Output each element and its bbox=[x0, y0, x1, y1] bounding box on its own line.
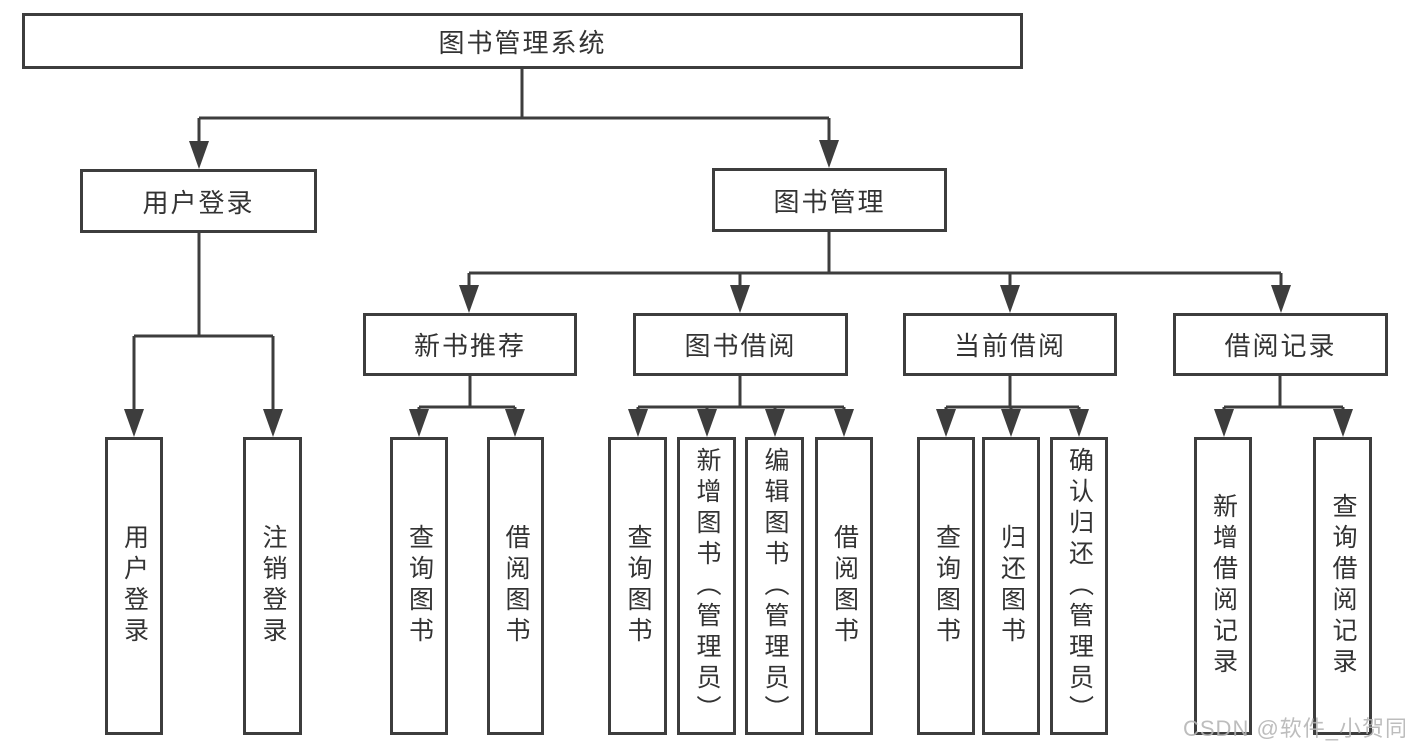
leaf-borrow-book: 借阅图书 bbox=[815, 437, 873, 735]
leaf-edit-book-admin: 编辑图书（管理员） bbox=[745, 437, 804, 735]
leaf-borrow-book-label: 借阅图书 bbox=[830, 524, 859, 648]
node-borrow-records-label: 借阅记录 bbox=[1224, 331, 1337, 361]
leaf-user-login: 用户登录 bbox=[105, 437, 163, 735]
leaf-logout: 注销登录 bbox=[243, 437, 302, 735]
leaf-logout-label: 注销登录 bbox=[259, 524, 287, 648]
node-book-borrow: 图书借阅 bbox=[633, 313, 848, 376]
leaf-confirm-return-admin-label: 确认归还（管理员） bbox=[1065, 446, 1094, 726]
leaf-query-book-current-label: 查询图书 bbox=[932, 524, 961, 648]
node-book-management: 图书管理 bbox=[712, 168, 947, 232]
leaf-query-borrow-record-label: 查询借阅记录 bbox=[1329, 493, 1357, 679]
leaf-add-book-admin: 新增图书（管理员） bbox=[677, 437, 736, 735]
leaf-query-book-recommend-label: 查询图书 bbox=[405, 524, 434, 648]
node-book-management-label: 图书管理 bbox=[773, 186, 886, 217]
leaf-user-login-label: 用户登录 bbox=[120, 524, 149, 648]
node-current-borrow: 当前借阅 bbox=[903, 313, 1117, 376]
node-current-borrow-label: 当前借阅 bbox=[953, 331, 1066, 361]
leaf-query-book-recommend: 查询图书 bbox=[390, 437, 448, 735]
node-user-login-label: 用户登录 bbox=[142, 187, 255, 218]
node-new-book-recommend-label: 新书推荐 bbox=[413, 331, 526, 361]
leaf-borrow-book-recommend: 借阅图书 bbox=[487, 437, 544, 735]
node-root: 图书管理系统 bbox=[22, 13, 1023, 69]
leaf-confirm-return-admin: 确认归还（管理员） bbox=[1050, 437, 1108, 735]
leaf-query-borrow-record: 查询借阅记录 bbox=[1313, 437, 1372, 735]
leaf-query-book-borrow-label: 查询图书 bbox=[624, 524, 652, 648]
watermark: CSDN @软件_小贺同学 bbox=[1183, 716, 1405, 741]
node-borrow-records: 借阅记录 bbox=[1173, 313, 1388, 376]
node-new-book-recommend: 新书推荐 bbox=[363, 313, 577, 376]
leaf-return-book-label: 归还图书 bbox=[997, 524, 1026, 648]
node-user-login: 用户登录 bbox=[80, 169, 317, 233]
leaf-add-book-admin-label: 新增图书（管理员） bbox=[693, 446, 721, 726]
leaf-borrow-book-recommend-label: 借阅图书 bbox=[502, 524, 530, 648]
leaf-query-book-borrow: 查询图书 bbox=[608, 437, 667, 735]
leaf-edit-book-admin-label: 编辑图书（管理员） bbox=[761, 446, 789, 726]
node-root-label: 图书管理系统 bbox=[438, 27, 607, 58]
leaf-query-book-current: 查询图书 bbox=[917, 437, 975, 735]
leaf-add-borrow-record: 新增借阅记录 bbox=[1194, 437, 1252, 735]
leaf-return-book: 归还图书 bbox=[982, 437, 1040, 735]
node-book-borrow-label: 图书借阅 bbox=[684, 331, 797, 361]
leaf-add-borrow-record-label: 新增借阅记录 bbox=[1209, 493, 1238, 679]
